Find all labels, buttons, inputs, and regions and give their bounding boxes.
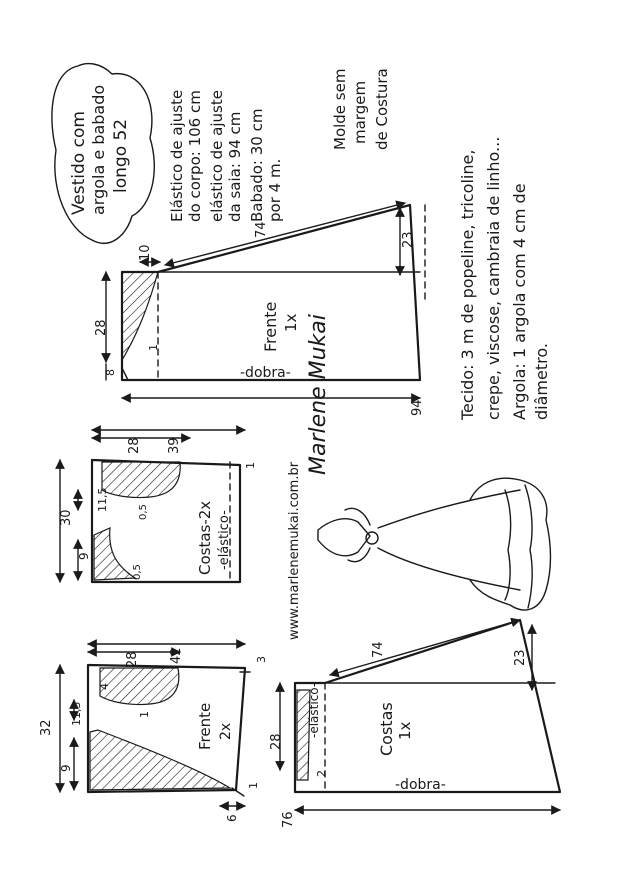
title-line-1: Vestido com bbox=[69, 111, 89, 215]
bodice-back-name: Costas-2x bbox=[196, 501, 214, 575]
skirt-front-fold: -dobra- bbox=[240, 365, 291, 381]
spec-line-2: do corpo: 106 cm bbox=[186, 90, 204, 222]
bodice-front-m-width: 32 bbox=[39, 719, 54, 736]
bodice-back-sub: -elástico- bbox=[217, 510, 232, 570]
skirt-back-m-diag: 74 bbox=[371, 641, 386, 658]
skirt-front-m-diag: 74 bbox=[254, 221, 269, 238]
bodice-front-m-e: 3 bbox=[255, 656, 268, 663]
bodice-front-m-f: 6 bbox=[225, 814, 239, 822]
bodice-front-piece bbox=[55, 639, 251, 811]
seam-line-1: Molde sem bbox=[331, 69, 349, 150]
title-line-3: longo 52 bbox=[111, 119, 131, 193]
bodice-front-name: Frente bbox=[196, 703, 214, 750]
fabric-line-2: crepe, viscose, cambraia de linho... bbox=[484, 137, 503, 420]
skirt-front-m-side: 8 bbox=[104, 369, 117, 376]
bodice-front-hatch-1 bbox=[99, 667, 180, 706]
spec-line-4: da saia: 94 cm bbox=[226, 112, 244, 222]
dress-sketch bbox=[317, 477, 552, 611]
skirt-front-hatch bbox=[121, 271, 159, 363]
bodice-front-hatch-2 bbox=[89, 729, 233, 791]
title-bubble bbox=[51, 62, 156, 244]
bodice-back-m-b: 9 bbox=[77, 552, 91, 560]
skirt-back-hatch bbox=[296, 689, 311, 781]
bodice-back-m-top1: 28 bbox=[127, 437, 142, 454]
skirt-back-count: 1x bbox=[396, 721, 414, 740]
bodice-front-m-top1: 28 bbox=[125, 651, 140, 668]
bodice-front-m-c: 4 bbox=[98, 683, 111, 690]
title-line-2: argola e babado bbox=[89, 85, 108, 215]
bodice-front-m-a: 11,5 bbox=[70, 702, 83, 727]
bodice-front-m-b: 9 bbox=[59, 764, 73, 772]
fabric-line-1: Tecido: 3 m de popeline, tricoline, bbox=[458, 150, 477, 421]
skirt-front-count: 1x bbox=[282, 313, 300, 332]
bodice-back-m-e: 1 bbox=[244, 462, 257, 469]
spec-line-3: elástico de ajuste bbox=[208, 90, 226, 222]
skirt-back-fold: -dobra- bbox=[395, 777, 446, 793]
skirt-front-piece bbox=[101, 200, 426, 403]
spec-line-5: Babado: 30 cm bbox=[248, 109, 266, 222]
skirt-back-name: Costas bbox=[377, 702, 396, 756]
skirt-back-piece bbox=[275, 617, 562, 815]
spec-line-6: por 4 m. bbox=[266, 159, 284, 222]
skirt-front-m-right: 23 bbox=[401, 231, 416, 248]
skirt-back-m-bottom: 76 bbox=[281, 811, 296, 828]
skirt-front-m-inner: 1 bbox=[147, 344, 160, 351]
bodice-back-m-c: 0,5 bbox=[138, 504, 149, 520]
bodice-back-piece bbox=[55, 425, 246, 584]
signature: Marlene Mukai bbox=[306, 314, 331, 475]
bodice-front-m-g: 1 bbox=[247, 782, 260, 789]
fabric-line-3: Argola: 1 argola com 4 cm de bbox=[510, 183, 529, 420]
fabric-line-4: diâmetro. bbox=[532, 343, 551, 420]
skirt-back-m-left: 28 bbox=[269, 733, 284, 750]
skirt-front-name: Frente bbox=[261, 302, 280, 352]
website: www.marlenemukai.com.br bbox=[287, 461, 302, 640]
bodice-front-m-top2: 42 bbox=[169, 647, 184, 664]
seam-line-3: de Costura bbox=[373, 68, 391, 150]
bodice-front-count: 2x bbox=[218, 723, 234, 740]
bodice-back-m-top2: 39 bbox=[167, 437, 182, 454]
seam-line-2: margem bbox=[351, 81, 369, 144]
bodice-back-hatch-2 bbox=[93, 527, 137, 581]
ring-icon bbox=[365, 531, 379, 545]
skirt-back-m-side: 2 bbox=[315, 770, 328, 777]
skirt-front-m-top: 10 bbox=[138, 244, 153, 261]
skirt-back-sub: -elástico- bbox=[307, 683, 321, 738]
skirt-front-m-bottom: 94 bbox=[410, 399, 425, 416]
bodice-back-hatch-1 bbox=[101, 461, 181, 499]
bodice-back-m-a: 11,5 bbox=[96, 488, 109, 513]
skirt-back-m-right: 23 bbox=[513, 649, 528, 666]
spec-line-1: Elástico de ajuste bbox=[168, 90, 186, 222]
bodice-front-m-d: 1 bbox=[138, 711, 151, 718]
bodice-back-m-width: 30 bbox=[59, 509, 74, 526]
bodice-back-m-d: 0,5 bbox=[132, 564, 143, 580]
skirt-front-m-left: 28 bbox=[94, 319, 109, 336]
